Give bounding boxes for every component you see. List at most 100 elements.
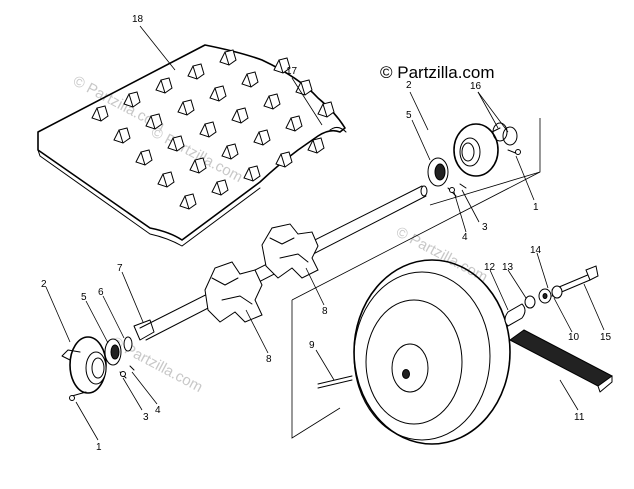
plate-cleat [219, 49, 237, 66]
plate-cleat [241, 71, 259, 88]
idler-wheel [353, 259, 511, 445]
plate-cleat-edge [96, 107, 102, 122]
plate-cleat [145, 113, 163, 130]
plate-cleat-edge [192, 65, 198, 80]
plate-cleat [177, 99, 195, 116]
plate-cleat-edge [300, 81, 306, 96]
left-fasteners [69, 365, 135, 401]
part-label-15: 15 [600, 332, 612, 343]
plate-cleat-edge [216, 181, 222, 196]
part-label-18: 18 [132, 14, 144, 25]
sprocket-right [261, 223, 319, 279]
part-label-12: 12 [484, 262, 496, 273]
part-label-1-left: 1 [96, 442, 102, 453]
plate-cleat-edge [280, 153, 286, 168]
part-label-11: 11 [574, 412, 585, 423]
plate-cleat-edge [268, 95, 274, 110]
plate-cleat [157, 171, 175, 188]
part-label-7: 7 [117, 263, 123, 274]
plate-cleat-edge [290, 117, 296, 132]
plate-cleat-edge [224, 51, 230, 66]
plate-cleat [211, 179, 229, 196]
plate-cleat-edge [160, 79, 166, 94]
part-label-16: 16 [470, 81, 482, 92]
part-label-1-top: 1 [533, 202, 539, 213]
part-label-10: 10 [568, 332, 580, 343]
slide-plate [37, 44, 347, 247]
plate-cleat-edge [172, 137, 178, 152]
plate-cleat [231, 107, 249, 124]
plate-cleat [123, 91, 141, 108]
plate-cleat-edge [184, 195, 190, 210]
plate-cleat-edge [162, 173, 168, 188]
right-bearing [427, 157, 449, 187]
part-label-5-top: 5 [406, 110, 412, 121]
part-label-4-left: 4 [155, 405, 161, 416]
part-label-2-top: 2 [406, 80, 412, 91]
plate-cleat-edge [204, 123, 210, 138]
plate-cleat [91, 105, 109, 122]
plate-cleats [91, 49, 335, 210]
plate-cleat-edge [236, 109, 242, 124]
left-collar [123, 336, 133, 352]
plate-cleat [187, 63, 205, 80]
plate-cleat-edge [226, 145, 232, 160]
assembly-outline [291, 118, 541, 439]
part-label-9: 9 [309, 340, 315, 351]
right-bearing-housing [453, 123, 501, 177]
plate-cleat [179, 193, 197, 210]
sprocket-left [204, 261, 263, 323]
part-label-3-left: 3 [143, 412, 149, 423]
plate-cleat [275, 151, 293, 168]
part-label-5-left: 5 [81, 292, 87, 303]
plate-cleat [113, 127, 131, 144]
plate-cleat [189, 157, 207, 174]
plate-cleat-edge [248, 167, 254, 182]
plate-cleat-edge [128, 93, 134, 108]
plate-cleat [167, 135, 185, 152]
plate-cleat [273, 57, 291, 74]
plate-cleat-edge [322, 103, 328, 118]
plate-cleat [263, 93, 281, 110]
part-label-8-lower: 8 [266, 354, 272, 365]
plate-cleat-edge [118, 129, 124, 144]
idler-hardware [504, 265, 599, 327]
part-label-3-top: 3 [482, 222, 488, 233]
part-label-13: 13 [502, 262, 514, 273]
part-labels: 18 17 2 16 5 1 3 4 7 2 5 6 8 8 4 3 1 9 1… [41, 14, 612, 453]
plate-cleat-edge [312, 139, 318, 154]
plate-cleat [135, 149, 153, 166]
plate-cleat [253, 129, 271, 146]
part-label-6: 6 [98, 287, 104, 298]
plate-cleat [317, 101, 335, 118]
watermark: © Partzilla.com [108, 334, 205, 396]
plate-cleat [285, 115, 303, 132]
plate-cleat [209, 85, 227, 102]
part-label-17: 17 [286, 66, 298, 77]
wear-strip [509, 329, 613, 393]
plate-cleat [243, 165, 261, 182]
plate-cleat-edge [246, 73, 252, 88]
left-bearing [104, 338, 122, 366]
plate-cleat-edge [140, 151, 146, 166]
plate-cleat-edge [258, 131, 264, 146]
plate-cleat [199, 121, 217, 138]
plate-cleat-edge [182, 101, 188, 116]
axle-pin [317, 375, 353, 389]
retaining-rings [492, 122, 518, 146]
part-label-14: 14 [530, 245, 542, 256]
copyright-notice: © Partzilla.com [380, 63, 495, 82]
plate-cleat [221, 143, 239, 160]
plate-cleat-edge [214, 87, 220, 102]
plate-cleat [307, 137, 325, 154]
part-label-4-top: 4 [462, 232, 468, 243]
left-bearing-housing [61, 336, 107, 394]
plate-cleat-edge [278, 59, 284, 74]
plate-cleat-edge [150, 115, 156, 130]
plate-cleat [155, 77, 173, 94]
part-label-8-upper: 8 [322, 306, 328, 317]
plate-cleat-edge [194, 159, 200, 174]
part-label-2-left: 2 [41, 279, 47, 290]
leader-lines [45, 25, 605, 441]
